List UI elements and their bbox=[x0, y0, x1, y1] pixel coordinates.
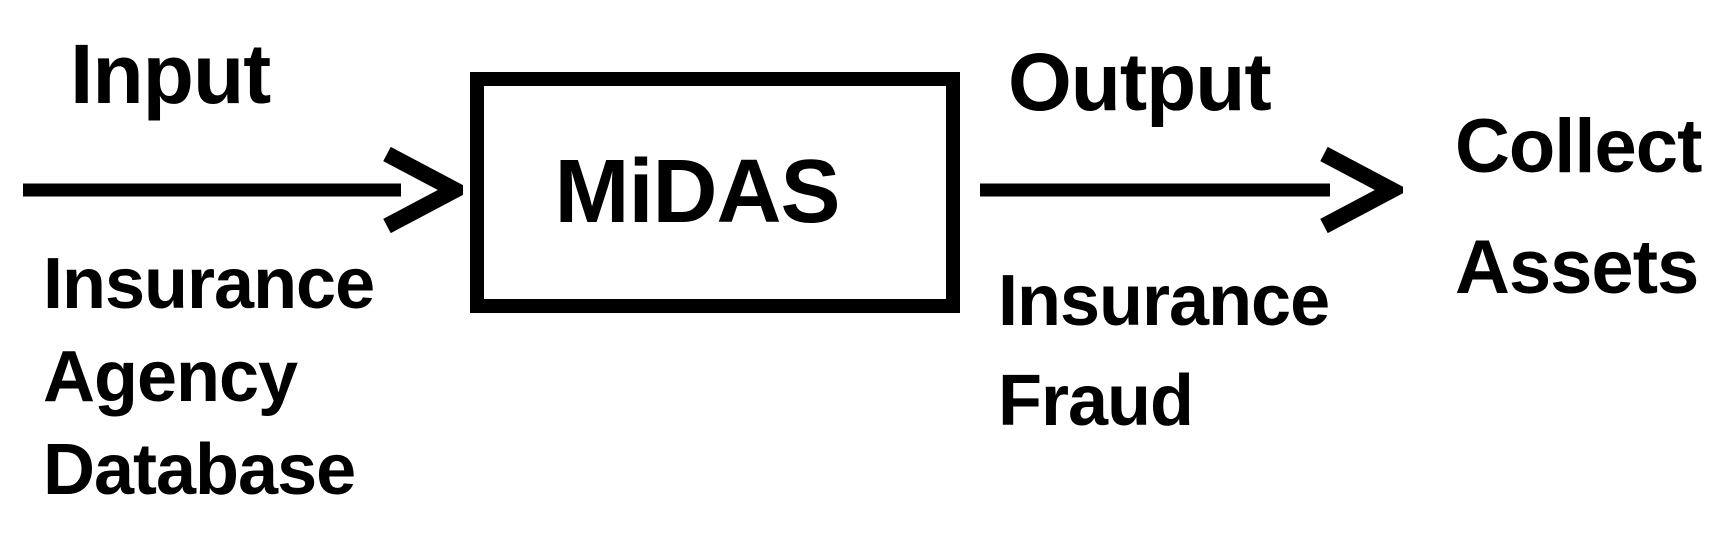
midas-process-label: MiDAS bbox=[554, 142, 841, 242]
input-arrow-icon bbox=[23, 146, 463, 234]
input-arrowhead-icon bbox=[383, 146, 463, 234]
output-caption-line-1: Insurance bbox=[998, 261, 1330, 341]
midas-process-box: MiDAS bbox=[470, 72, 960, 313]
collect-assets-line-2: Assets bbox=[1455, 225, 1699, 310]
collect-assets-label: Collect Assets bbox=[1455, 86, 1702, 328]
input-caption-line-3: Database bbox=[43, 430, 356, 510]
input-caption: Insurance Agency Database bbox=[43, 238, 375, 517]
input-label: Input bbox=[70, 27, 271, 121]
output-arrow-icon bbox=[980, 146, 1403, 234]
input-caption-line-2: Agency bbox=[43, 337, 298, 417]
output-caption: Insurance Fraud bbox=[998, 251, 1330, 451]
input-caption-line-1: Insurance bbox=[43, 244, 375, 324]
output-arrowhead-icon bbox=[1320, 146, 1403, 234]
output-caption-line-2: Fraud bbox=[998, 361, 1194, 441]
output-label: Output bbox=[1008, 37, 1272, 128]
collect-assets-line-1: Collect bbox=[1455, 104, 1702, 189]
